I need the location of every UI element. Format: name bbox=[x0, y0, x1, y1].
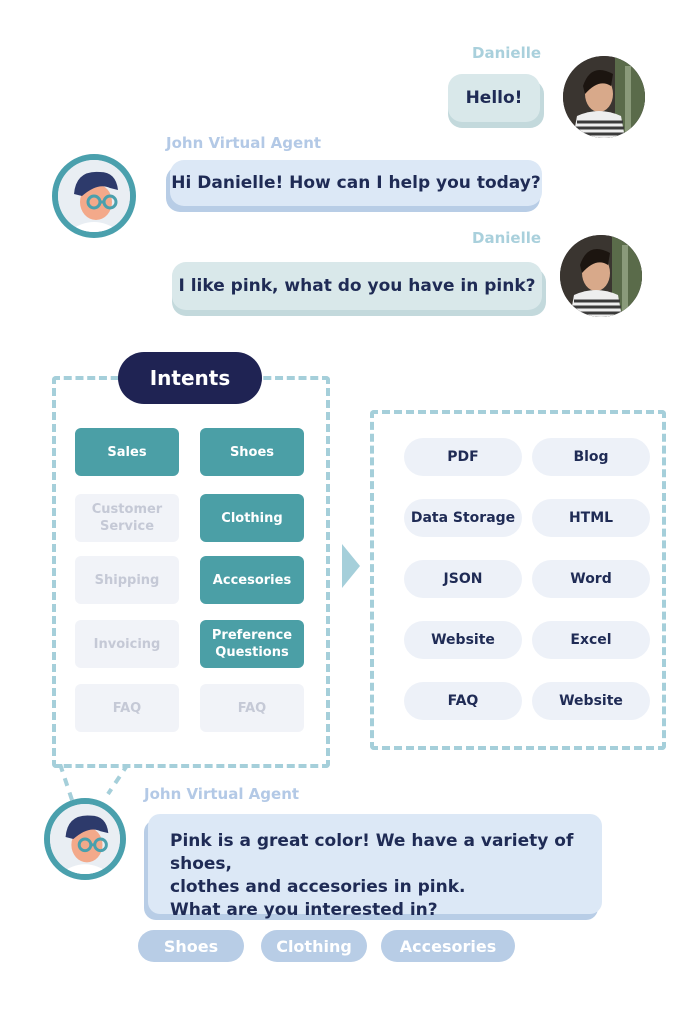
intent-label: Sales bbox=[107, 444, 147, 460]
source-faq[interactable]: FAQ bbox=[404, 682, 522, 720]
agent-message-text: Hi Danielle! How can I help you today? bbox=[171, 173, 541, 193]
reply-line-1: Pink is a great color! We have a variety… bbox=[170, 831, 574, 874]
source-label: Data Storage bbox=[410, 510, 516, 526]
intent-preference-questions[interactable]: Preference Questions bbox=[200, 620, 304, 668]
chip-label: Shoes bbox=[163, 936, 219, 956]
source-website[interactable]: Website bbox=[532, 682, 650, 720]
source-word[interactable]: Word bbox=[532, 560, 650, 598]
agent-face-icon bbox=[50, 804, 120, 874]
source-label: JSON bbox=[443, 571, 483, 587]
intent-faq[interactable]: FAQ bbox=[75, 684, 179, 732]
quick-reply-chip-shoes[interactable]: Shoes bbox=[138, 930, 244, 962]
source-label: Blog bbox=[573, 449, 609, 465]
chip-label: Clothing bbox=[276, 936, 352, 956]
user-message-text: Hello! bbox=[465, 88, 523, 108]
reply-line-3: What are you interested in? bbox=[170, 900, 438, 920]
intent-label: Preference Questions bbox=[211, 628, 293, 660]
source-html[interactable]: HTML bbox=[532, 499, 650, 537]
agent-name-label: John Virtual Agent bbox=[166, 134, 322, 152]
user-message-bubble: I like pink, what do you have in pink? bbox=[172, 262, 542, 310]
source-label: PDF bbox=[447, 449, 479, 465]
source-label: Word bbox=[570, 571, 612, 587]
intents-title: Intents bbox=[118, 352, 262, 404]
intents-title-text: Intents bbox=[149, 366, 231, 390]
user-message-bubble: Hello! bbox=[448, 74, 540, 122]
intent-label: Clothing bbox=[221, 510, 283, 526]
intent-label: Shoes bbox=[229, 444, 275, 460]
intent-accesories[interactable]: Accesories bbox=[200, 556, 304, 604]
source-website[interactable]: Website bbox=[404, 621, 522, 659]
speech-tail-connector bbox=[58, 764, 130, 801]
intent-label: Invoicing bbox=[93, 636, 161, 652]
source-label: Website bbox=[559, 693, 623, 709]
intent-shoes[interactable]: Shoes bbox=[200, 428, 304, 476]
intent-faq[interactable]: FAQ bbox=[200, 684, 304, 732]
quick-reply-chip-clothing[interactable]: Clothing bbox=[261, 930, 367, 962]
chip-label: Accesories bbox=[399, 936, 497, 956]
user-photo-icon bbox=[563, 56, 645, 138]
agent-reply-bubble: Pink is a great color! We have a variety… bbox=[148, 814, 602, 920]
intent-label: FAQ bbox=[112, 700, 142, 716]
source-label: Excel bbox=[570, 632, 612, 648]
user-message-text: I like pink, what do you have in pink? bbox=[178, 276, 536, 296]
source-label: HTML bbox=[568, 510, 614, 526]
user-name-label: Danielle bbox=[472, 44, 542, 62]
agent-face-icon bbox=[58, 160, 130, 232]
intent-sales[interactable]: Sales bbox=[75, 428, 179, 476]
intent-label: Customer Service bbox=[91, 502, 163, 534]
user-avatar bbox=[563, 56, 645, 138]
reply-line-2: clothes and accesories in pink. bbox=[170, 877, 466, 897]
source-label: Website bbox=[431, 632, 495, 648]
source-blog[interactable]: Blog bbox=[532, 438, 650, 476]
intent-label: Accesories bbox=[212, 572, 292, 588]
source-data-storage[interactable]: Data Storage bbox=[404, 499, 522, 537]
user-avatar bbox=[560, 235, 642, 317]
intent-shipping[interactable]: Shipping bbox=[75, 556, 179, 604]
agent-message-bubble: Hi Danielle! How can I help you today? bbox=[170, 160, 542, 206]
intent-label: Shipping bbox=[94, 572, 160, 588]
agent-avatar bbox=[52, 154, 136, 238]
source-excel[interactable]: Excel bbox=[532, 621, 650, 659]
source-pdf[interactable]: PDF bbox=[404, 438, 522, 476]
user-name-label: Danielle bbox=[472, 229, 542, 247]
user-photo-icon bbox=[560, 235, 642, 317]
quick-reply-chip-accesories[interactable]: Accesories bbox=[381, 930, 515, 962]
sources-panel bbox=[370, 410, 666, 750]
agent-name-label: John Virtual Agent bbox=[144, 785, 300, 803]
source-label: FAQ bbox=[447, 693, 479, 709]
intent-clothing[interactable]: Clothing bbox=[200, 494, 304, 542]
intent-customer-service[interactable]: Customer Service bbox=[75, 494, 179, 542]
intent-invoicing[interactable]: Invoicing bbox=[75, 620, 179, 668]
source-json[interactable]: JSON bbox=[404, 560, 522, 598]
intent-label: FAQ bbox=[237, 700, 267, 716]
agent-avatar bbox=[44, 798, 126, 880]
arrow-right-icon bbox=[342, 544, 360, 588]
